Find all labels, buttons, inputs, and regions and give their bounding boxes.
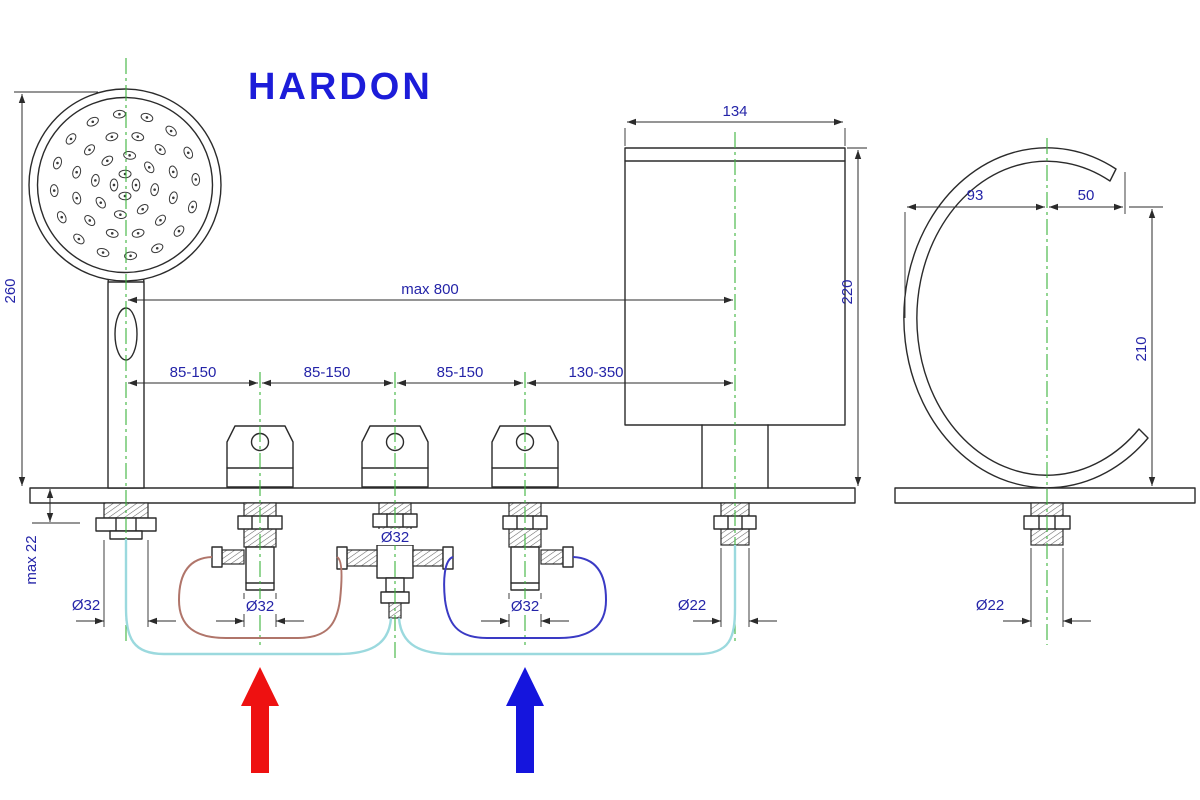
dim-span1-label: 85-150 bbox=[170, 364, 217, 381]
dim-span4-label: 130-350 bbox=[568, 364, 623, 381]
hot-water-arrow-icon bbox=[241, 667, 279, 773]
cold-water-arrow-icon bbox=[506, 667, 544, 773]
dim-deck-thickness-label: max 22 bbox=[23, 535, 40, 584]
shower-nozzles bbox=[49, 109, 201, 261]
cold-hose bbox=[443, 556, 608, 639]
hot-hose bbox=[177, 556, 343, 639]
mounting-deck bbox=[29, 487, 1196, 504]
dim-hole-side-label: Ø22 bbox=[976, 597, 1004, 614]
dim-hole-spout-label: Ø22 bbox=[678, 597, 706, 614]
supply-hoses bbox=[124, 539, 737, 656]
dim-shower-height-label: 260 bbox=[2, 278, 19, 303]
dim-spout-width-label: 134 bbox=[722, 103, 747, 120]
mixed-hose-to-spout bbox=[397, 545, 737, 656]
dim-hole-valve1-label: Ø32 bbox=[246, 598, 274, 615]
dim-span3-label: 85-150 bbox=[437, 364, 484, 381]
dim-hole-shower-label: Ø32 bbox=[72, 597, 100, 614]
dim-hole-valve3-label: Ø32 bbox=[511, 598, 539, 615]
mixed-hose-to-shower bbox=[124, 539, 393, 656]
dim-hole-diverter-label: Ø32 bbox=[381, 529, 409, 546]
dim-span2-label: 85-150 bbox=[304, 364, 351, 381]
valve-cold bbox=[491, 425, 574, 591]
dim-reach-label: max 800 bbox=[401, 281, 459, 298]
dimensions: 260 max 22 max 800 85-150 85-150 85-150 … bbox=[2, 91, 1163, 627]
dim-side-height-label: 210 bbox=[1133, 336, 1150, 361]
hand-shower bbox=[28, 88, 222, 540]
dim-side-front-label: 50 bbox=[1078, 187, 1095, 204]
brand-title: HARDON bbox=[248, 66, 433, 108]
dim-spout-height-label: 220 bbox=[839, 279, 856, 304]
valve-hot bbox=[211, 425, 294, 591]
dim-side-back-label: 93 bbox=[967, 187, 984, 204]
